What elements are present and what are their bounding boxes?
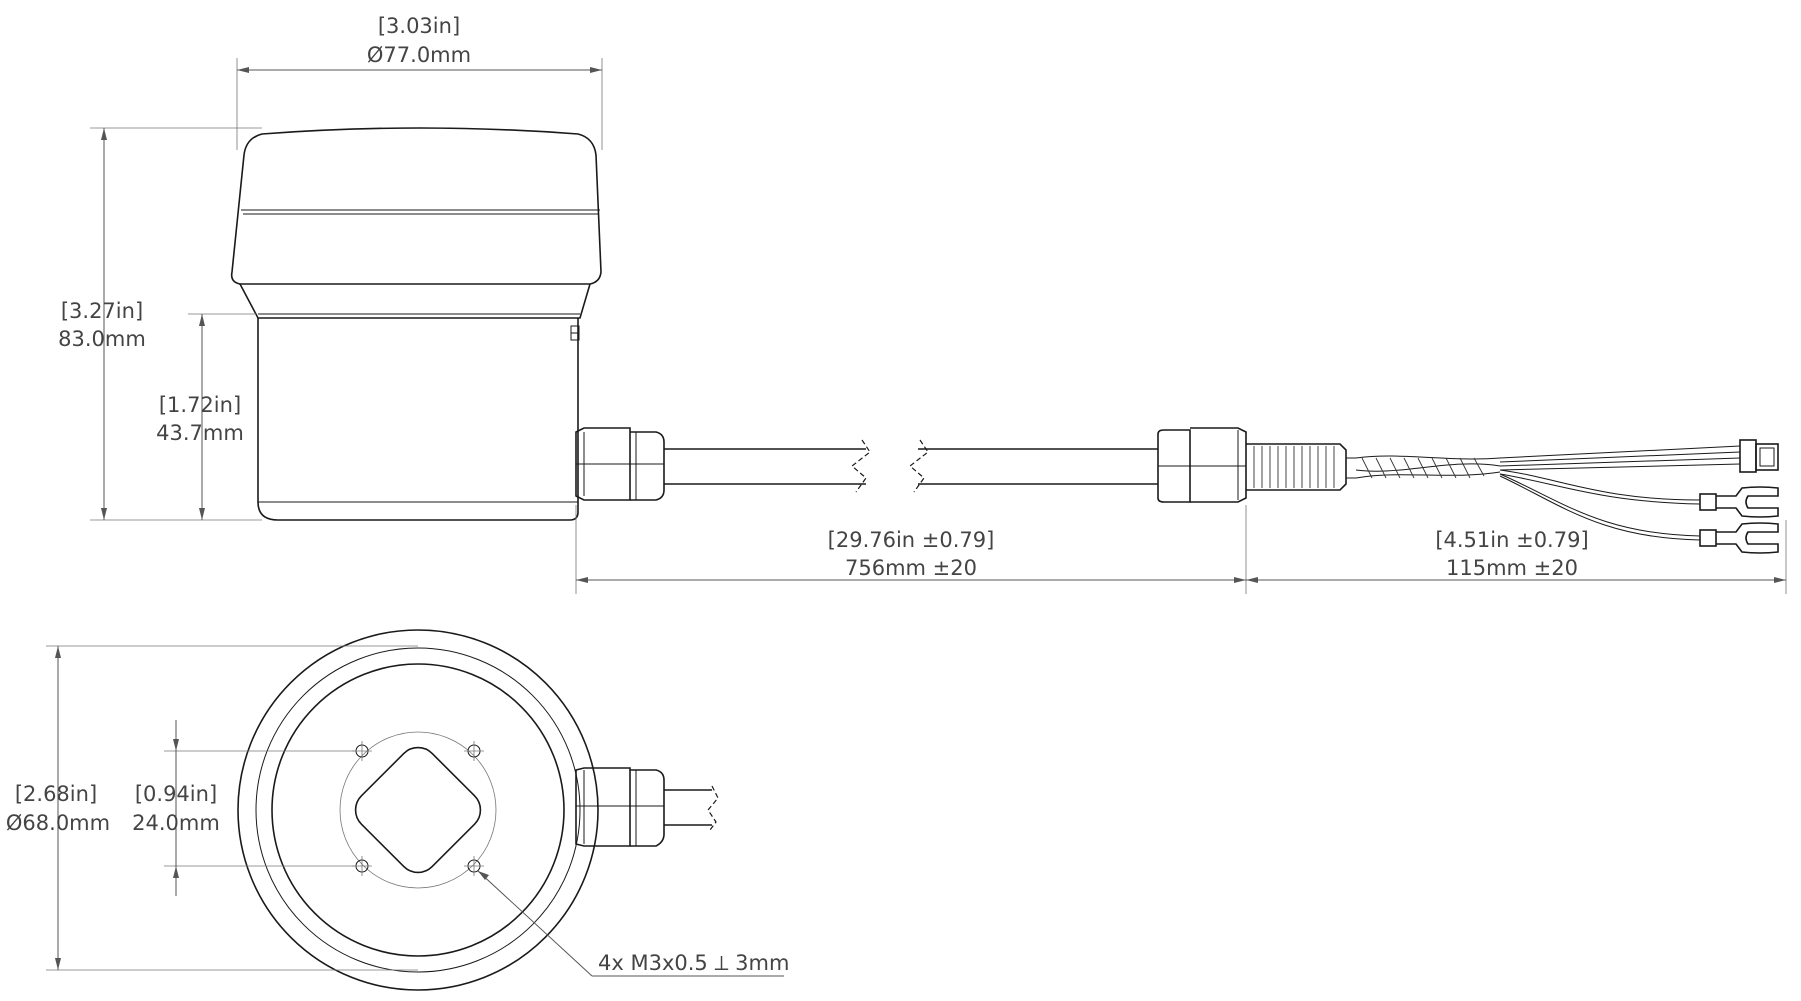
dim-lower-height: [1.72in] 43.7mm [156,313,256,520]
dim-cable-length-inch: [29.76in ±0.79] [828,528,995,552]
dim-lead-length-mm: 115mm ±20 [1446,556,1578,580]
cable-break-right [909,439,929,493]
mount-circle [339,731,497,889]
base-outer-ring [237,629,599,991]
threaded-fitting [1246,443,1356,491]
base-mid-ring [255,647,581,973]
dim-top-width: [3.03in] Ø77.0mm [236,14,603,150]
dim-lower-height-mm: 43.7mm [156,421,244,445]
dim-lower-height-inch: [1.72in] [159,393,241,417]
dim-hole-spacing-mm: 24.0mm [132,811,220,835]
bottom-view [237,629,719,991]
cable-gland-body [575,427,665,501]
twisted-wires [1355,445,1741,541]
base-inner-ring [271,663,565,957]
dim-lead-length-inch: [4.51in ±0.79] [1435,528,1588,552]
mounting-holes [352,741,484,876]
hole-callout-leader: 4x M3x0.5 ⟂ 3mm [477,870,789,977]
dim-overall-height-mm: 83.0mm [58,327,146,351]
dim-top-width-mm: Ø77.0mm [367,43,471,67]
wire-connector [1739,439,1779,473]
dim-base-diameter-inch: [2.68in] [15,782,97,806]
dim-top-width-inch: [3.03in] [378,14,460,38]
dim-cable-length: [29.76in ±0.79] 756mm ±20 [575,505,1247,594]
cable-gland-bottom [575,767,719,847]
cable-gland-end [1157,427,1247,503]
fork-terminal-lower [1699,522,1779,554]
dim-base-diameter: [2.68in] Ø68.0mm [6,645,418,971]
dim-hole-spacing-inch: [0.94in] [135,782,217,806]
center-diamond [354,746,482,874]
dim-overall-height-inch: [3.27in] [61,299,143,323]
cable-break-left [851,439,871,493]
dim-lead-length: [4.51in ±0.79] 115mm ±20 [1246,520,1787,594]
sensor-neck [239,283,591,319]
fork-terminal-upper [1699,486,1779,518]
dim-cable-length-mm: 756mm ±20 [845,556,977,580]
side-view [230,127,1779,554]
sensor-cap [230,127,602,285]
dim-base-diameter-mm: Ø68.0mm [6,811,110,835]
dim-overall-height: [3.27in] 83.0mm [58,127,262,521]
hole-callout-text: 4x M3x0.5 ⟂ 3mm [598,951,789,975]
sensor-body [257,318,579,521]
dim-hole-spacing: [0.94in] 24.0mm [132,720,356,896]
